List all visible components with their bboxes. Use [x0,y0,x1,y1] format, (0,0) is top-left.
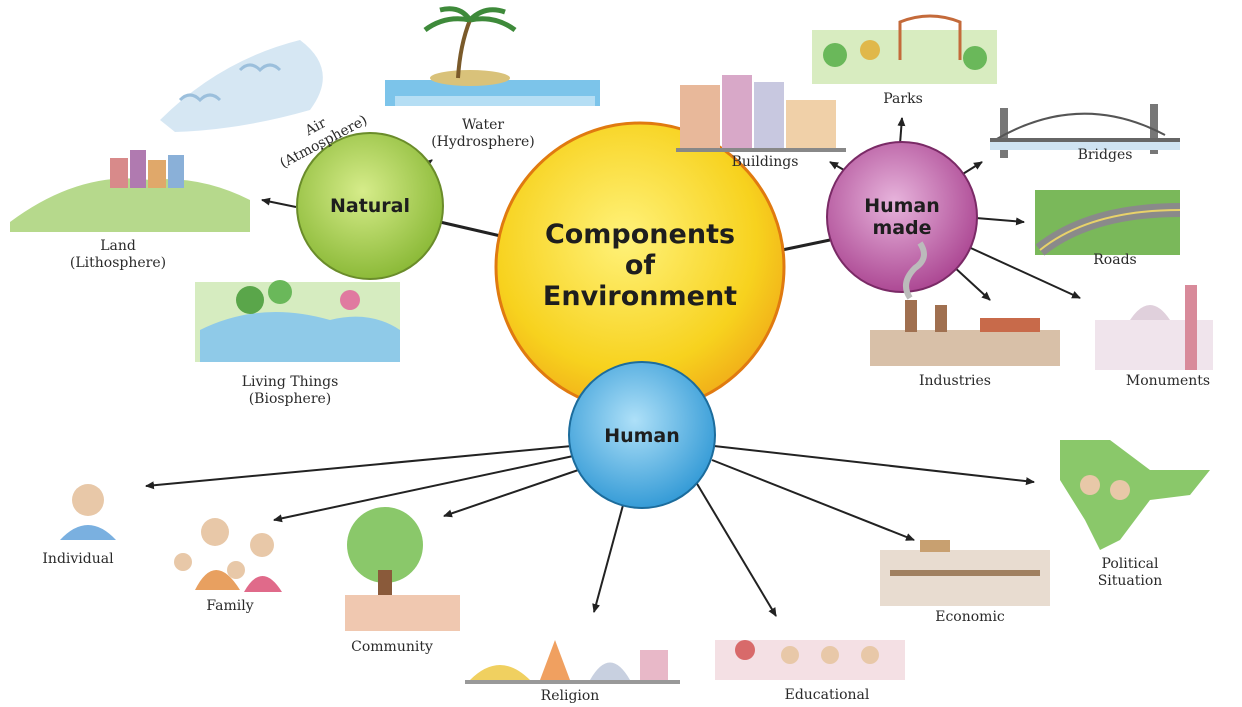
industries-illustration [870,241,1060,366]
living-things-label: Living Things (Biosphere) [210,374,370,408]
buildings-label: Buildings [731,154,799,170]
arrow-to-land [261,197,297,208]
water-illustration [385,6,600,106]
human-made-circle [826,141,978,293]
human-made-node: Human made [842,192,962,242]
individual-illustration [60,484,116,540]
family-label: Family [206,598,254,614]
arrow-to-individual [145,445,573,490]
parks-illustration [812,14,997,84]
human-made-label-line-1: Human [864,195,940,217]
educational-label: Educational [784,687,870,703]
center-title-line-1: Components [544,218,736,250]
family-illustration [174,518,282,592]
religion-illustration [465,640,680,684]
arrow-to-monuments [961,243,1081,299]
arrow-to-roads [975,217,1025,226]
monuments-label: Monuments [1125,373,1211,389]
roads-label: Roads [1093,252,1137,268]
human-label: Human [604,425,680,447]
arrow-to-political [713,445,1035,486]
arrow-to-community [443,465,591,518]
link-center-natural [439,220,506,239]
religion-label: Religion [540,688,600,704]
human-made-label-line-2: made [872,217,932,239]
human-node: Human [582,420,702,452]
natural-circle [296,132,444,280]
buildings-illustration [676,75,846,152]
link-center-human-made [781,238,831,252]
political-situation-label: Political Situation [1060,556,1200,590]
political-label-line-1: Political [1101,556,1159,572]
community-illustration [345,507,460,631]
center-title-line-3: Environment [542,280,738,312]
land-illustration [10,150,250,232]
community-label: Community [351,639,433,655]
roads-illustration [1035,190,1181,256]
educational-illustration [715,640,905,680]
arrow-to-economic [711,459,915,541]
natural-label: Natural [329,195,411,217]
land-label-line-1: Land [100,238,136,254]
economic-illustration [880,540,1050,606]
monuments-illustration [1095,285,1213,370]
bridges-illustration [990,104,1180,158]
center-node: Components of Environment [520,200,760,330]
water-label: Water (Hydrosphere) [408,117,558,151]
parks-label: Parks [883,91,923,107]
water-label-line-1: Water [461,117,505,133]
land-label-line-2: (Lithosphere) [69,255,167,271]
human-circle [568,361,716,509]
air-illustration [160,40,323,132]
bridges-label: Bridges [1077,147,1133,163]
living-illustration [195,280,400,362]
center-title-line-2: of [624,249,656,281]
living-things-label-line-2: (Biosphere) [248,391,332,407]
living-things-label-line-1: Living Things [241,374,339,390]
economic-label: Economic [935,609,1005,625]
political-illustration [1060,440,1210,550]
industries-label: Industries [919,373,991,389]
natural-node: Natural [310,190,430,222]
political-label-line-2: Situation [1097,573,1163,589]
individual-label: Individual [42,551,114,567]
land-label: Land (Lithosphere) [48,238,188,272]
arrow-to-family [273,454,579,523]
water-label-line-2: (Hydrosphere) [431,134,535,150]
arrow-to-educational [689,471,777,617]
